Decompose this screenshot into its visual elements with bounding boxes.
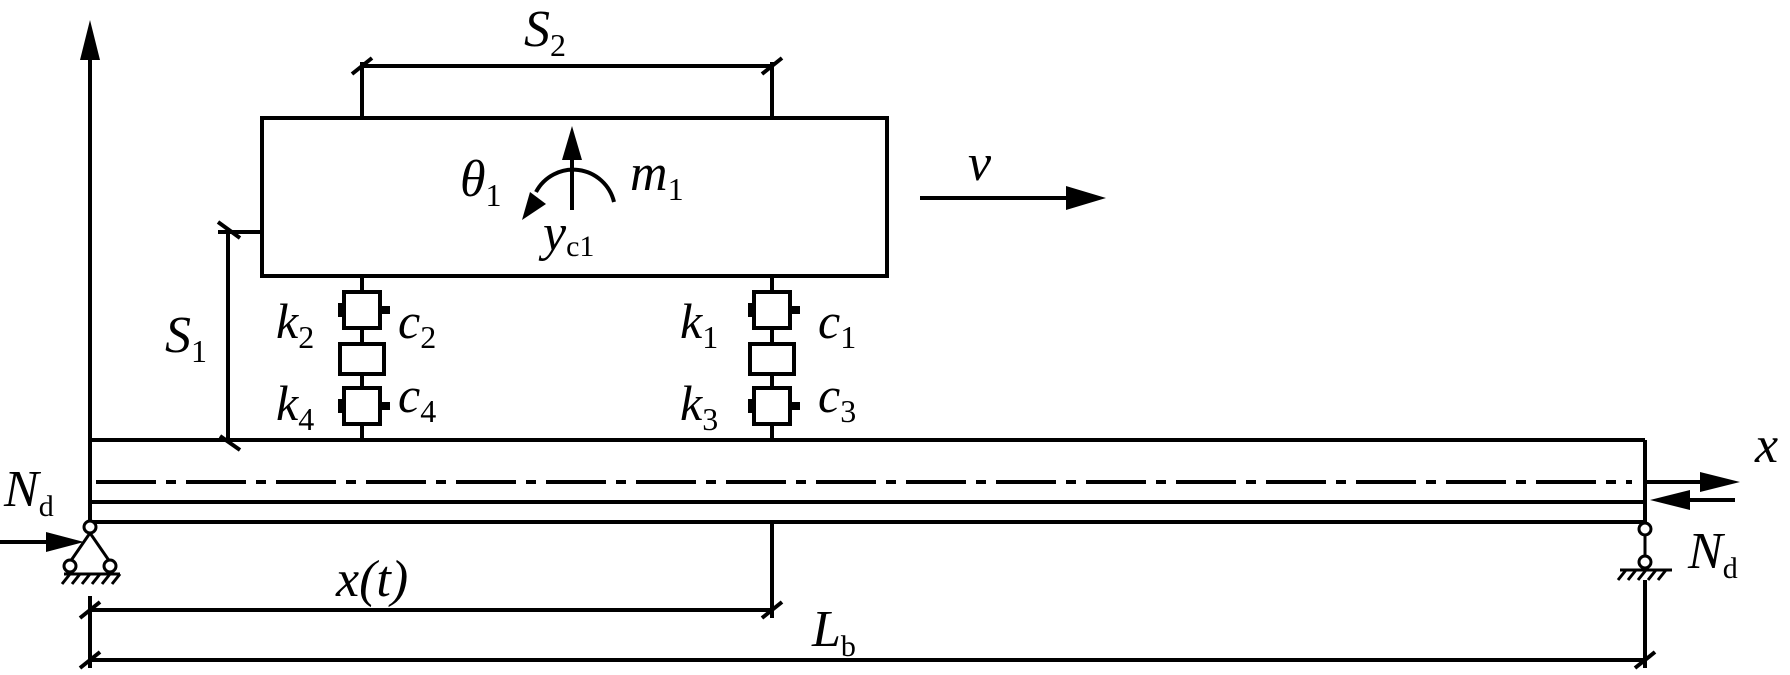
axial-force-right-arrowhead: [1650, 490, 1690, 510]
xt-dimension: [78, 522, 784, 620]
label-x-axis: x: [1754, 417, 1778, 474]
s1-dimension: [216, 220, 262, 452]
label-m1: m1: [630, 145, 684, 207]
label-k1: k1: [680, 293, 718, 355]
label-nd-left: Nd: [3, 461, 54, 523]
label-lb: Lb: [811, 601, 856, 663]
vehicle-body: [260, 116, 889, 278]
suspension-left: [338, 276, 390, 440]
suspension-right: [748, 276, 800, 440]
label-theta1: θ1: [460, 151, 502, 213]
s2-dimension: [350, 56, 784, 118]
left-pin-support: [60, 519, 122, 585]
label-k2: k2: [276, 293, 314, 355]
bridge-beam: [88, 438, 1647, 524]
lb-dimension: [78, 580, 1657, 670]
label-k3: k3: [680, 375, 718, 437]
right-roller-support: [1616, 521, 1672, 581]
label-c1: c1: [818, 293, 856, 355]
label-c2: c2: [398, 293, 436, 355]
vertical-axis-arrowhead: [80, 20, 100, 60]
label-yc1: yc1: [538, 205, 594, 263]
x-axis-arrowhead: [1700, 472, 1740, 492]
label-s1: S1: [165, 307, 207, 369]
label-v: v: [968, 135, 992, 192]
label-c4: c4: [398, 367, 436, 429]
velocity-arrowhead: [1066, 186, 1106, 210]
labels: S2 S1 θ1 m1 yc1 v k2 c2 k4 c4 k1 c1 k3 c…: [3, 1, 1778, 663]
motion-symbol: [522, 126, 616, 220]
label-xt: x(t): [335, 551, 408, 608]
axial-force-left-arrowhead: [46, 532, 84, 552]
label-c3: c3: [818, 367, 856, 429]
label-s2: S2: [524, 1, 566, 63]
label-k4: k4: [276, 375, 314, 437]
label-nd-right: Nd: [1687, 523, 1738, 585]
